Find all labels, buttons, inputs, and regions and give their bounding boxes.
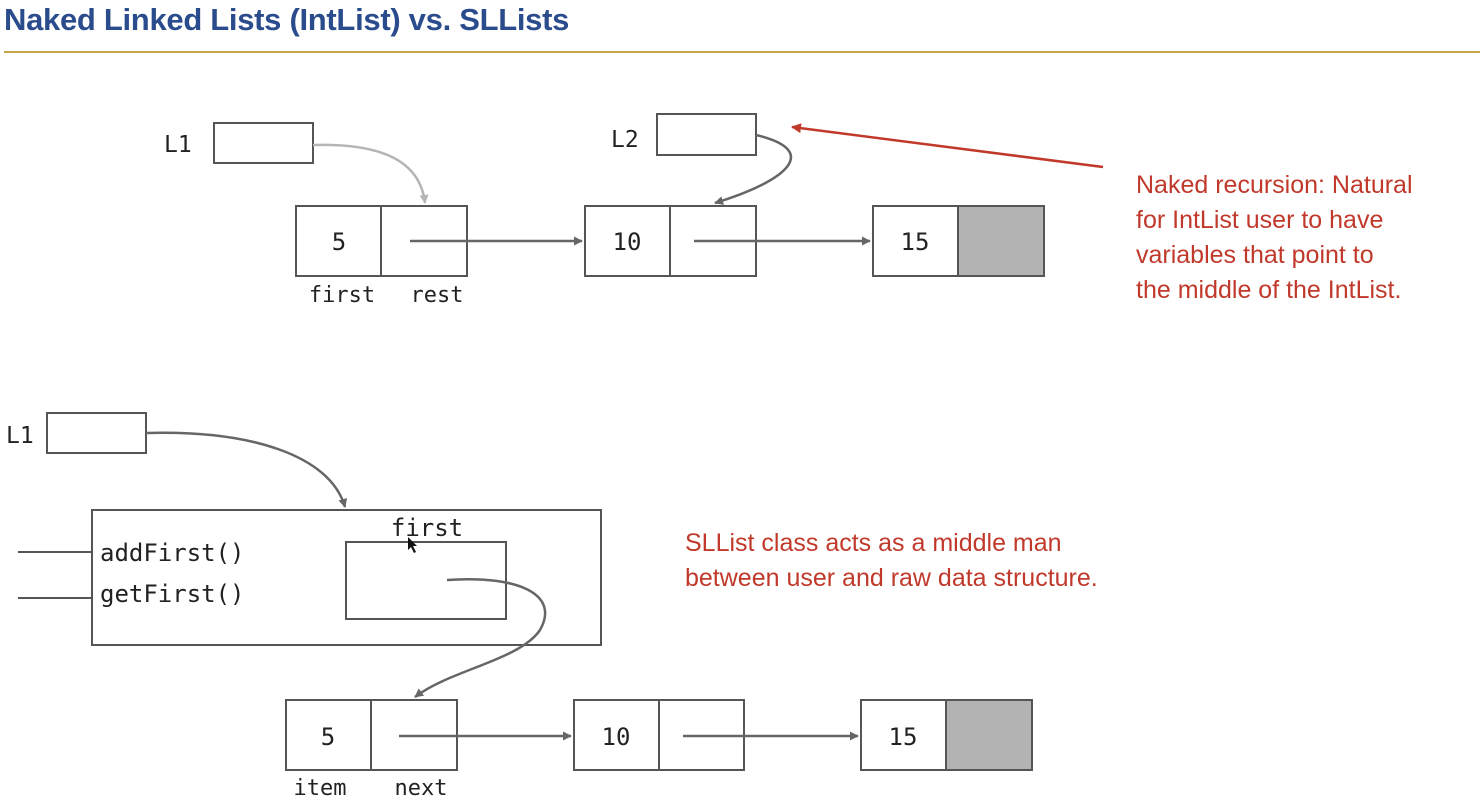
top-l2-pointer-box bbox=[656, 113, 757, 156]
top-node-1-first bbox=[295, 205, 382, 277]
bottom-node-3: 15 bbox=[860, 699, 1033, 771]
bottom-node-1-value: 5 bbox=[321, 723, 335, 751]
top-node-3-null bbox=[957, 205, 1045, 277]
top-annotation-line-4: the middle of the IntList. bbox=[1136, 276, 1402, 304]
top-l2-label: L2 bbox=[611, 127, 639, 153]
annotation-arrow-to-l2 bbox=[791, 123, 1104, 169]
bottom-node-3-null bbox=[945, 699, 1033, 771]
title-underline bbox=[4, 51, 1480, 53]
top-node-1-value: 5 bbox=[332, 228, 346, 256]
bottom-node-2-item bbox=[573, 699, 660, 771]
top-annotation-line-3: variables that point to bbox=[1136, 241, 1374, 269]
bottom-node-3-value: 15 bbox=[889, 723, 918, 751]
top-annotation-line-2: for IntList user to have bbox=[1136, 206, 1384, 234]
bottom-annotation: SLList class acts as a middle man betwee… bbox=[685, 526, 1098, 596]
method-addfirst: addFirst() bbox=[100, 539, 245, 567]
top-l1-label: L1 bbox=[164, 132, 192, 158]
bottom-annotation-line-1: SLList class acts as a middle man bbox=[685, 529, 1062, 557]
bottom-field-item-label: item bbox=[294, 776, 347, 799]
method-getfirst: getFirst() bbox=[100, 580, 245, 608]
slide-title: Naked Linked Lists (IntList) vs. SLLists bbox=[4, 2, 570, 37]
bottom-l1-arrow bbox=[145, 431, 348, 508]
top-node-3-first bbox=[872, 205, 959, 277]
bottom-node-2-value: 10 bbox=[602, 723, 631, 751]
top-l2-arrow bbox=[714, 133, 793, 205]
top-l1-pointer-box bbox=[213, 122, 314, 164]
sllist-first-arrow bbox=[414, 578, 547, 698]
bottom-annotation-line-2: between user and raw data structure. bbox=[685, 564, 1098, 592]
top-annotation-line-1: Naked recursion: Natural bbox=[1136, 171, 1413, 199]
sllist-first-field-label: first bbox=[391, 514, 463, 542]
mouse-cursor-icon bbox=[408, 537, 417, 553]
bottom-l1-pointer-box bbox=[46, 412, 147, 454]
bottom-node-1: 5 bbox=[285, 699, 458, 771]
bottom-field-next-label: next bbox=[395, 776, 448, 799]
top-intlist-diagram: L1 L2 5 10 15 first rest bbox=[164, 113, 1104, 308]
bottom-l1-label: L1 bbox=[6, 423, 34, 449]
bottom-node-1-item bbox=[285, 699, 372, 771]
top-node-3: 15 bbox=[872, 205, 1045, 277]
top-l1-arrow bbox=[312, 143, 429, 204]
top-field-first-label: first bbox=[309, 283, 375, 308]
sllist-object-box bbox=[91, 509, 602, 646]
top-annotation: Naked recursion: Natural for IntList use… bbox=[1136, 168, 1413, 308]
top-node-2-first bbox=[584, 205, 671, 277]
top-node-2-value: 10 bbox=[613, 228, 642, 256]
top-node-3-value: 15 bbox=[901, 228, 930, 256]
top-field-rest-label: rest bbox=[411, 283, 464, 308]
bottom-sllist-diagram: L1 first addFirst() getFirst() 5 10 bbox=[6, 412, 1033, 799]
